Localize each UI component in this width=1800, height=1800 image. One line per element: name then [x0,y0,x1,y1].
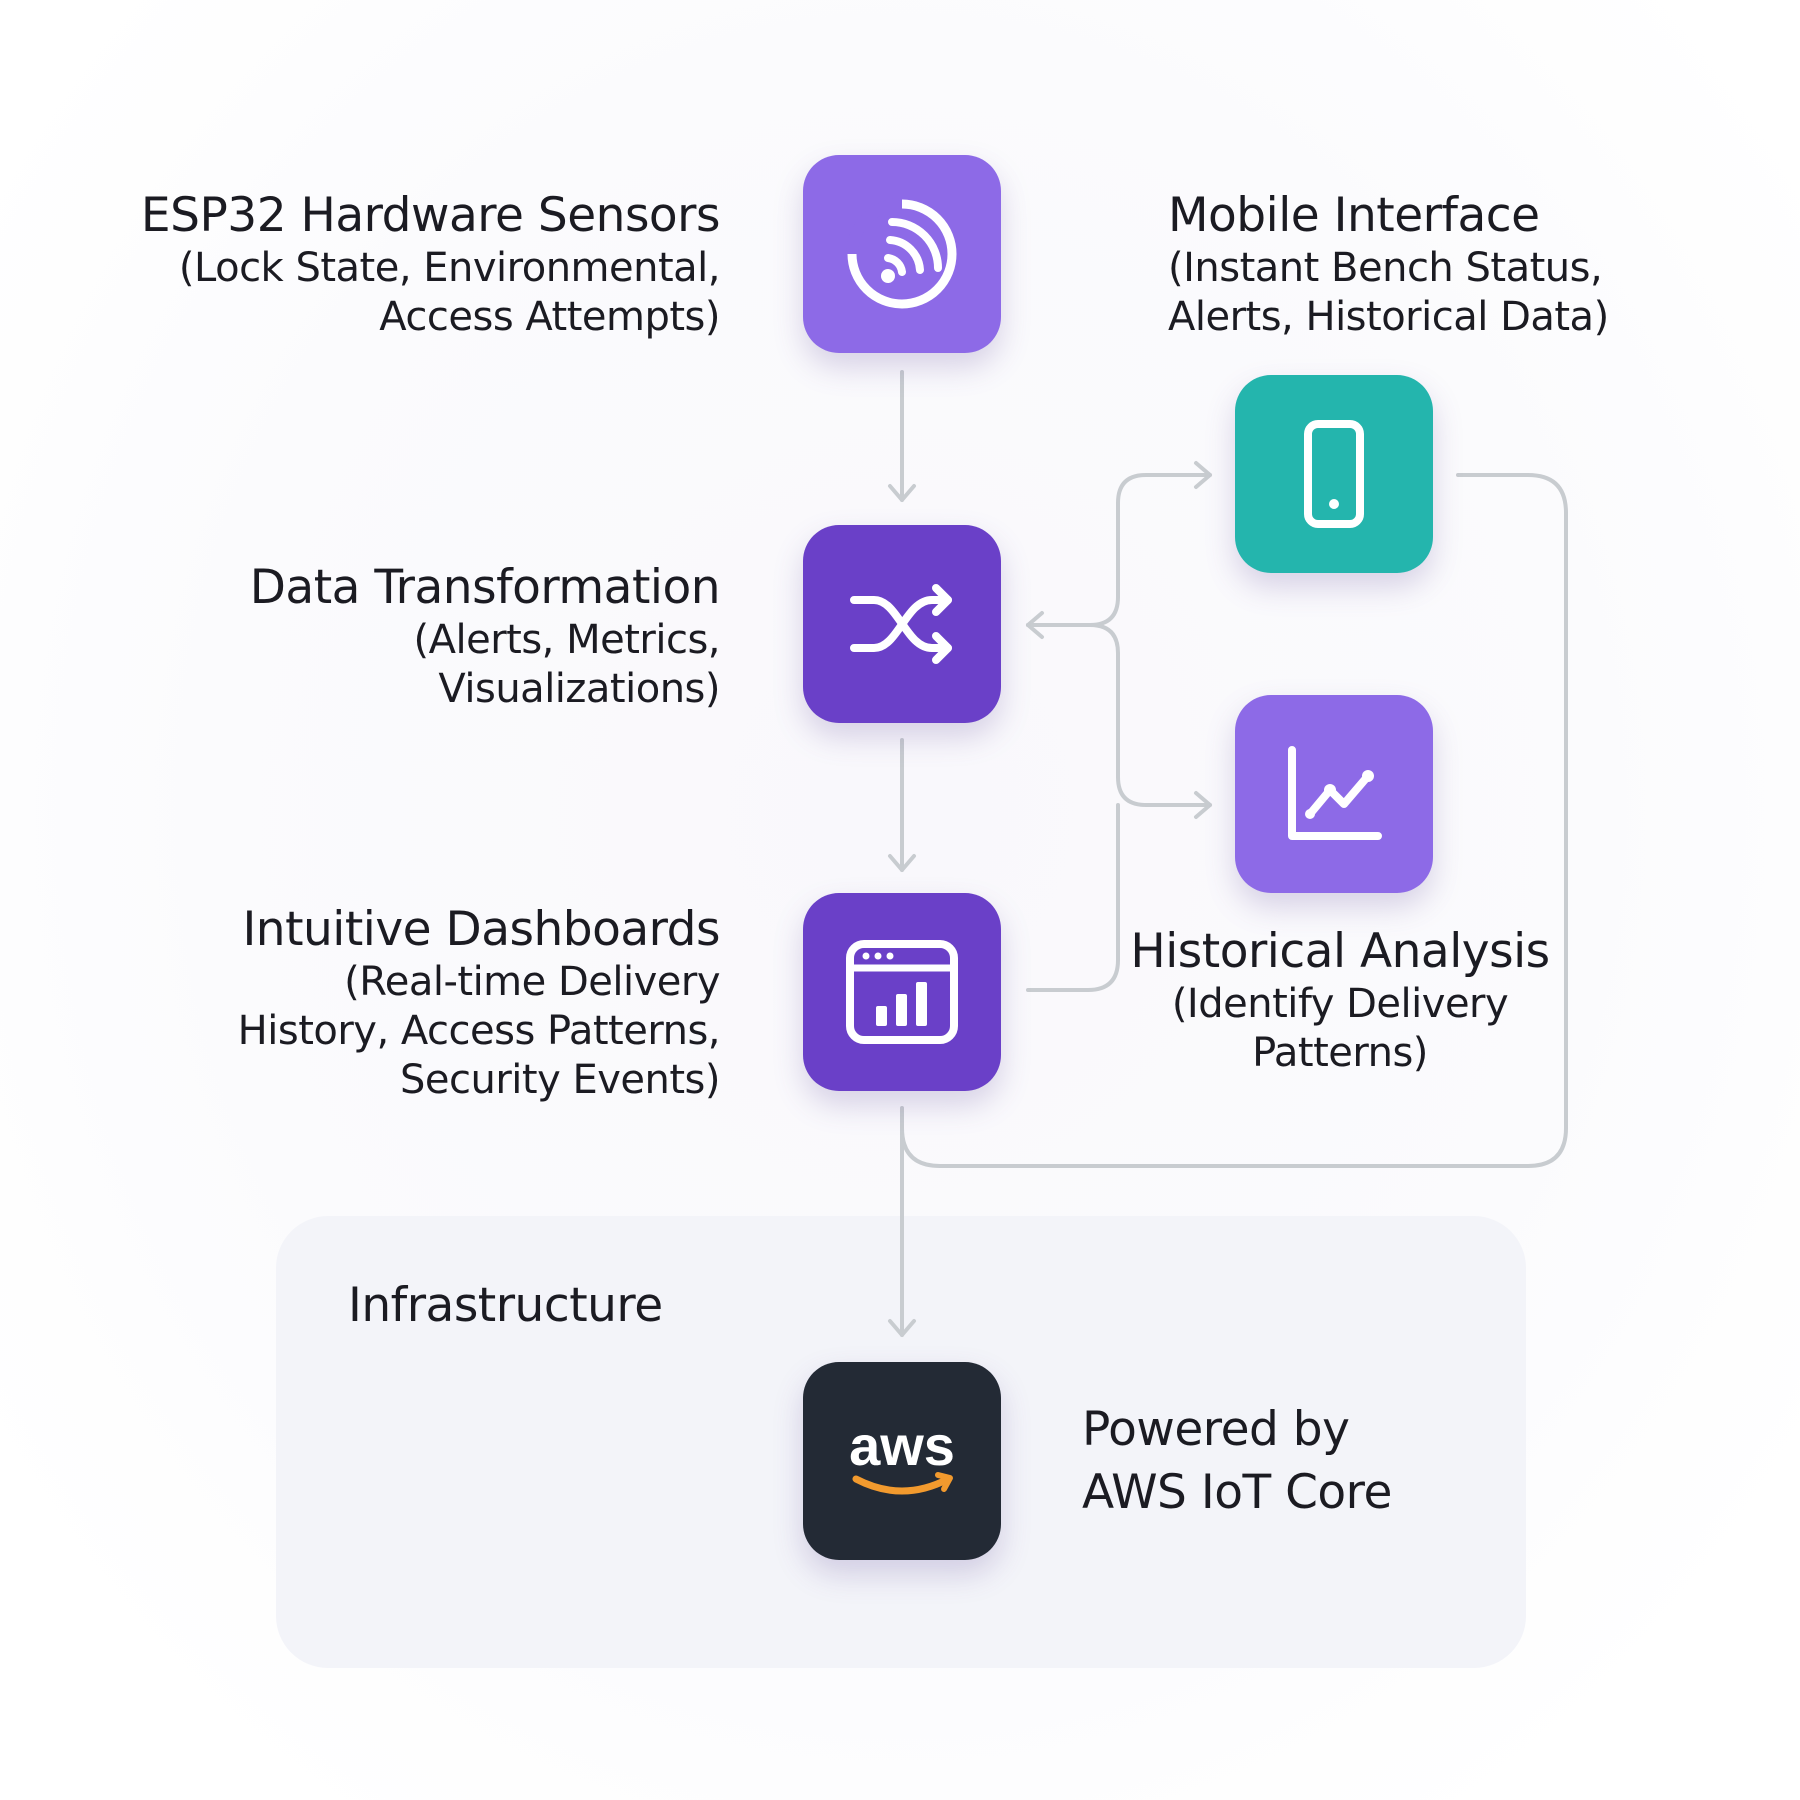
dashboards-sub-1: (Real-time Delivery [344,959,720,1006]
dashboards-label: Intuitive Dashboards (Real-time Delivery… [237,902,721,1105]
aws-logo-icon: aws [849,1414,955,1495]
wifi-signal-icon [846,198,957,309]
smartphone-icon [1304,420,1364,528]
dashboards-sub-2: History, Access Patterns, [237,1008,721,1055]
transform-sub-1: (Alerts, Metrics, [413,617,721,664]
transform-label: Data Transformation (Alerts, Metrics, Vi… [249,560,721,714]
historical-sub-2: Patterns) [1252,1030,1428,1077]
loop-mobile-to-bottom [900,473,1568,1168]
sensors-sub-1: (Lock State, Environmental, [178,245,721,292]
aws-label-line1: Powered by [1082,1402,1350,1457]
line-dashboards-to-branch [1026,803,1120,992]
dashboard-icon [846,940,958,1044]
sensors-sub-2: Access Attempts) [379,294,720,341]
transform-sub-2: Visualizations) [438,666,720,713]
mobile-sub-1: (Instant Bench Status, [1168,245,1603,292]
dashboards-node[interactable] [803,893,1001,1091]
mobile-title: Mobile Interface [1168,188,1540,243]
infrastructure-title: Infrastructure [348,1278,663,1333]
mobile-label: Mobile Interface (Instant Bench Status, … [1168,188,1609,342]
historical-title: Historical Analysis [1130,924,1550,979]
infrastructure-heading: Infrastructure [348,1278,663,1334]
mobile-sub-2: Alerts, Historical Data) [1168,294,1609,341]
branch-transform-to-mobile [1026,473,1212,627]
dashboards-sub-3: Security Events) [399,1056,721,1103]
aws-node[interactable]: aws [803,1362,1001,1560]
historical-label: Historical Analysis (Identify Delivery P… [1100,924,1580,1078]
aws-logo-text: aws [849,1414,955,1477]
historical-node[interactable] [1235,695,1433,893]
sensors-label: ESP32 Hardware Sensors (Lock State, Envi… [140,188,721,342]
transform-title: Data Transformation [249,560,721,615]
branch-transform-to-historical [1088,623,1212,807]
mobile-node[interactable] [1235,375,1433,573]
historical-sub-1: (Identify Delivery [1171,981,1509,1028]
sensors-node[interactable] [803,155,1001,353]
dashboards-title: Intuitive Dashboards [242,902,720,957]
line-chart-icon [1288,746,1382,840]
shuffle-icon [850,584,952,664]
aws-label-line2: AWS IoT Core [1082,1465,1392,1521]
transform-node[interactable] [803,525,1001,723]
aws-label: Powered by AWS IoT Core [1082,1398,1392,1525]
sensors-title: ESP32 Hardware Sensors [140,188,721,243]
